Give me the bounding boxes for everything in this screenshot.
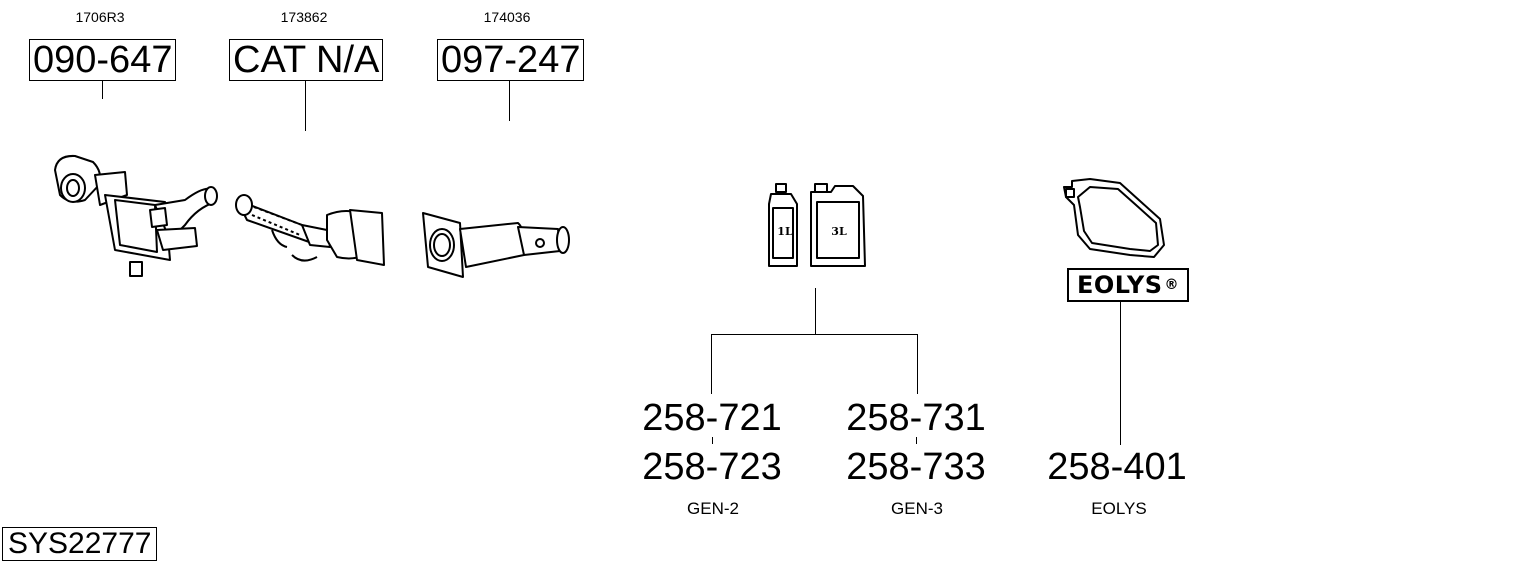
gen2-separator <box>712 437 713 444</box>
exhaust-manifold-catalyst-icon[interactable] <box>45 150 225 285</box>
flex-pipe-catalyst-icon[interactable] <box>232 185 392 280</box>
fluid-leader-line <box>815 288 816 334</box>
part-code-3: 174036 <box>483 9 531 25</box>
gen3-part-number-bottom[interactable]: 258-733 <box>846 446 986 488</box>
eolys-part-number[interactable]: 258-401 <box>1047 446 1187 488</box>
gen2-part-number-top[interactable]: 258-721 <box>642 397 782 439</box>
gen3-separator <box>916 437 917 444</box>
system-id-box: SYS22777 <box>2 527 158 561</box>
gen2-part-number-bottom[interactable]: 258-723 <box>642 446 782 488</box>
leader-line-1 <box>102 81 103 99</box>
eolys-label: EOLYS <box>1091 499 1147 518</box>
diesel-particulate-filter-icon[interactable] <box>418 205 573 285</box>
part-number-box-2[interactable]: CAT N/A <box>229 39 384 81</box>
eolys-logo: EOLYS® <box>1067 268 1190 302</box>
fluid-branch-line <box>711 334 918 335</box>
part-number-box-1[interactable]: 090-647 <box>29 39 177 81</box>
part-number-box-3[interactable]: 097-247 <box>437 39 585 81</box>
part-code-1: 1706R3 <box>75 9 125 25</box>
part-code-2: 173862 <box>280 9 328 25</box>
bottle-small-label: 1L <box>777 225 793 238</box>
additive-bottles-icon[interactable] <box>765 180 875 272</box>
leader-line-3 <box>509 81 510 121</box>
bottle-large-label: 3L <box>831 225 847 238</box>
gen3-leader-line <box>917 334 918 394</box>
eolys-tank-icon[interactable] <box>1060 175 1168 260</box>
gen2-leader-line <box>711 334 712 394</box>
gen3-label: GEN-3 <box>891 499 943 518</box>
gen3-part-number-top[interactable]: 258-731 <box>846 397 986 439</box>
eolys-leader-line <box>1120 302 1121 445</box>
leader-line-2 <box>305 81 306 131</box>
gen2-label: GEN-2 <box>687 499 739 518</box>
